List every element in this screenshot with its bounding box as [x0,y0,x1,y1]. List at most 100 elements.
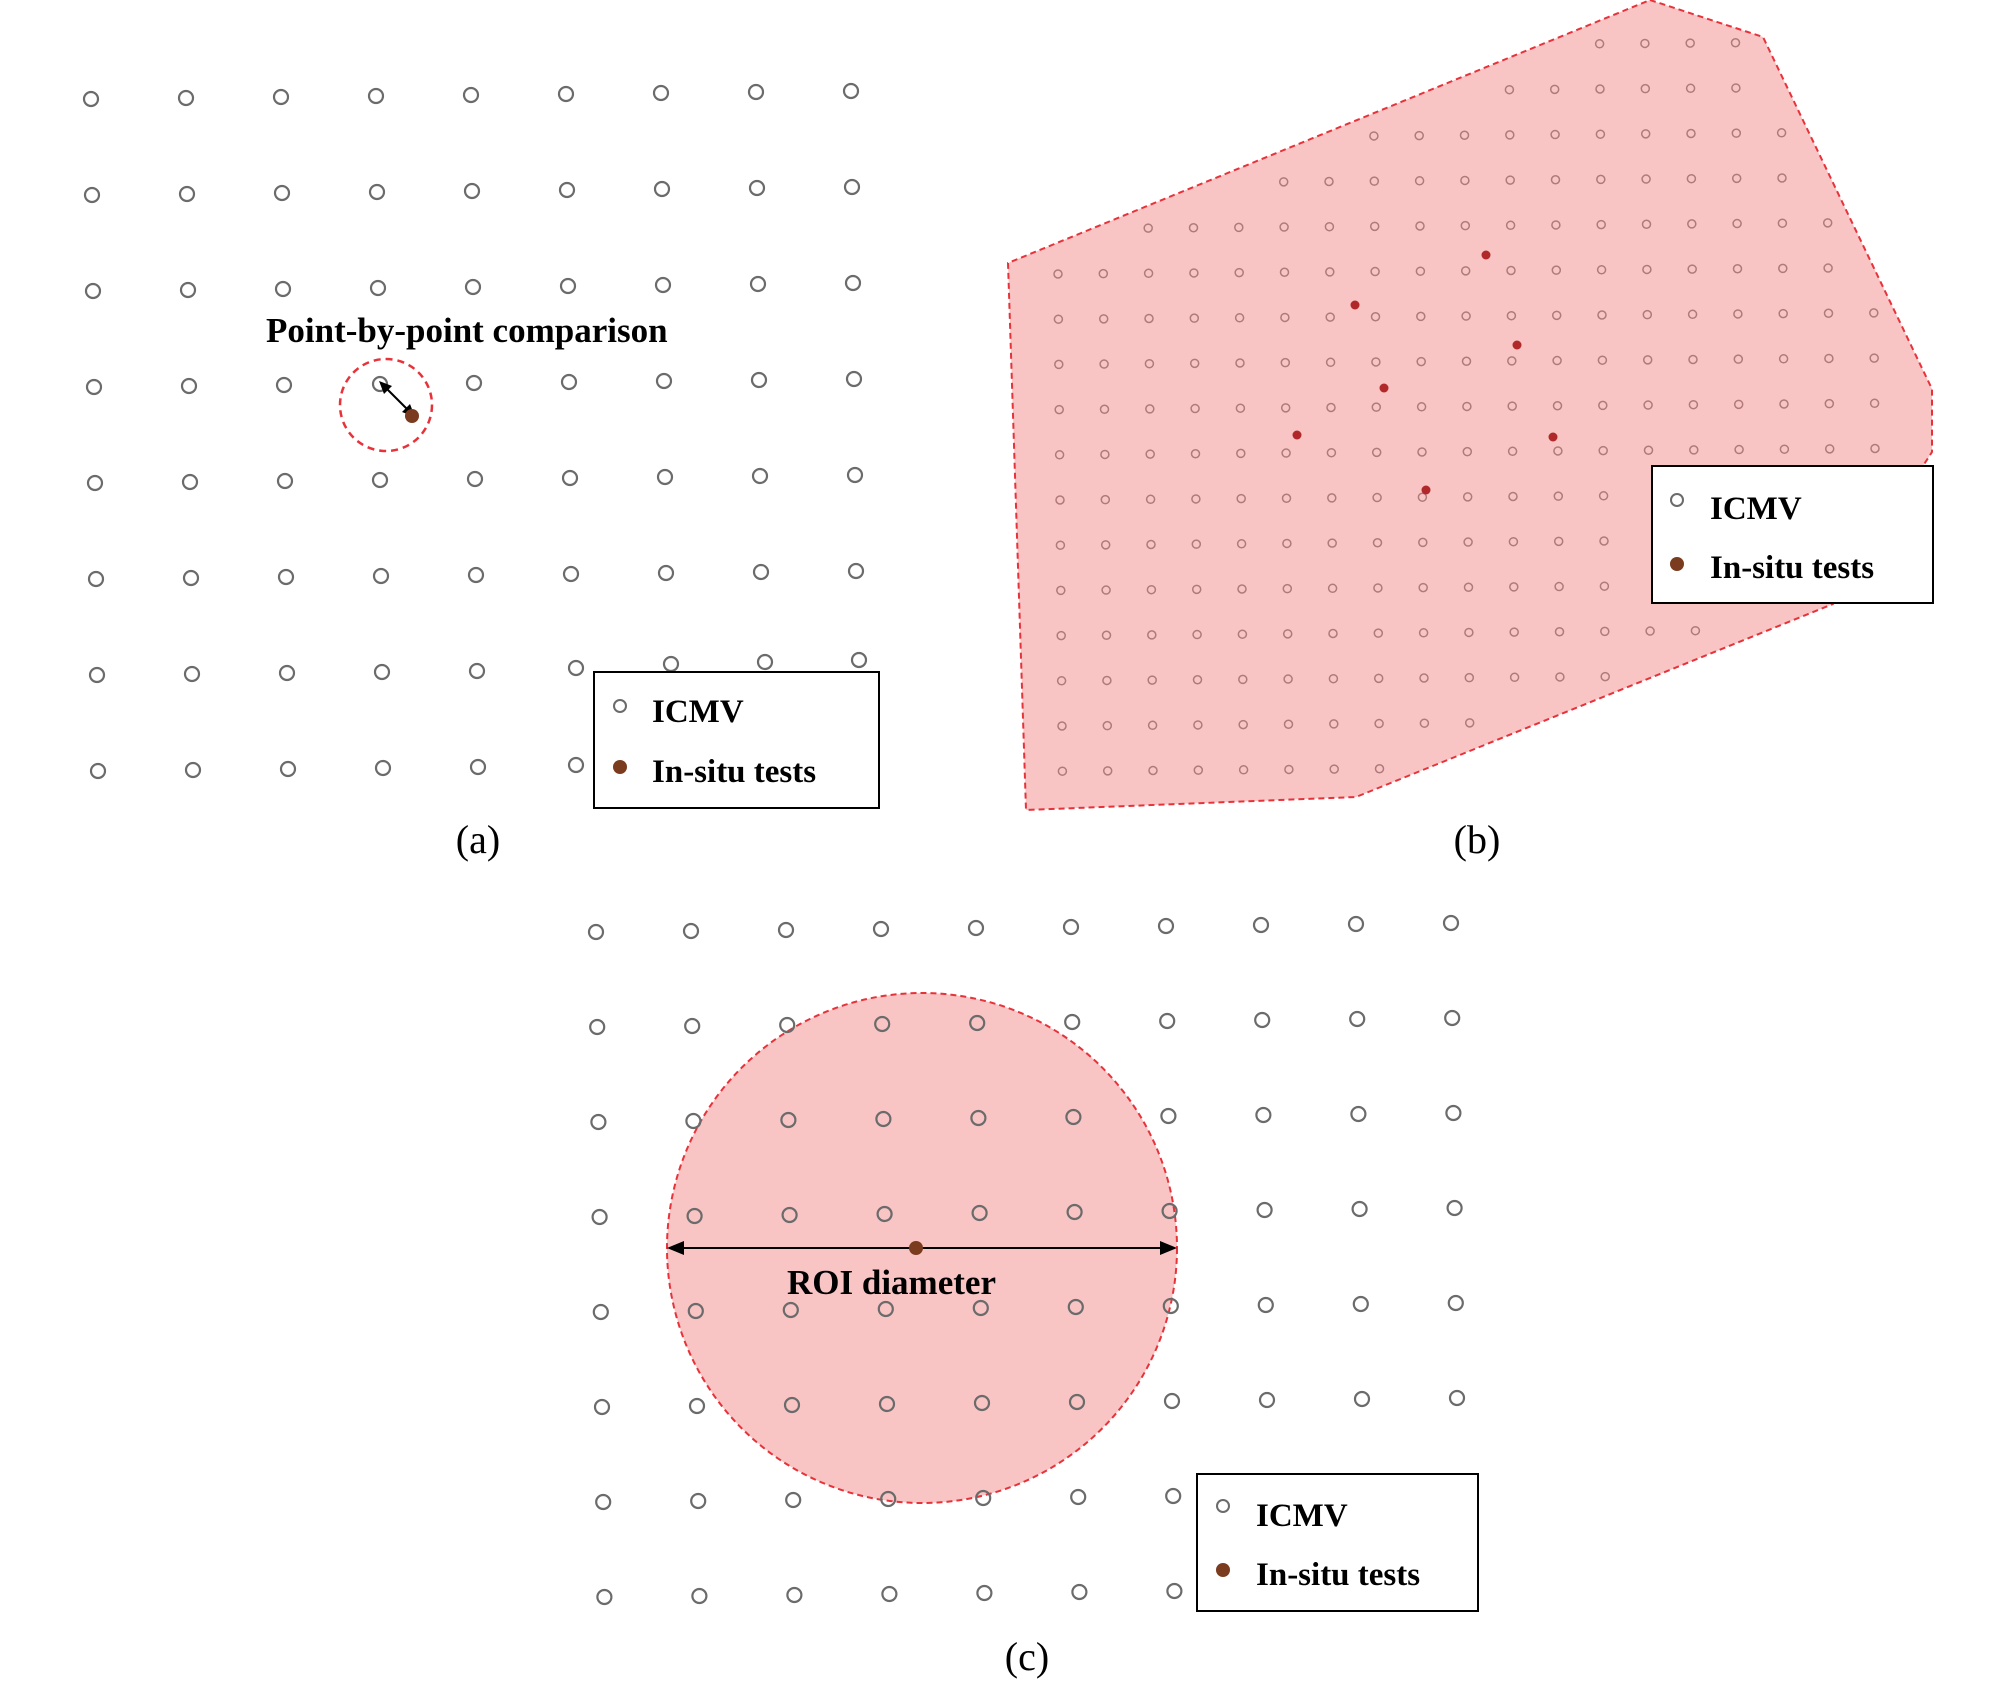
panel-c-legend-insitu-label: In-situ tests [1256,1557,1420,1593]
icmv-point [1100,449,1110,460]
icmv-point [653,180,671,198]
panel-a-legend: ICMV In-situ tests [593,671,880,809]
icmv-point [1144,313,1154,324]
icmv-point [1690,625,1701,636]
icmv-point [1193,765,1204,775]
icmv-point [1163,1392,1181,1410]
icmv-point [1372,538,1383,548]
icmv-point [1055,540,1066,550]
icmv-point [1685,38,1695,48]
icmv-point [682,922,700,940]
icmv-point [876,1205,893,1223]
icmv-point [275,376,293,394]
icmv-point [1238,674,1248,685]
icmv-point [1598,445,1608,456]
icmv-point [83,186,101,204]
icmv-point [1688,354,1698,365]
panel-c-legend-icmv-marker [1216,1499,1230,1513]
icmv-point [561,469,579,487]
icmv-point [1460,220,1471,231]
icmv-point [1101,585,1111,595]
icmv-point [1869,308,1879,318]
icmv-point [1352,1295,1369,1313]
panel-c-legend-box [1196,1473,1479,1612]
panel-b-legend-insitu-label: In-situ tests [1710,550,1874,586]
icmv-point [1447,1294,1464,1312]
icmv-point [468,662,486,680]
icmv-point [1416,402,1427,412]
icmv-point [1507,401,1517,411]
icmv-point [1189,313,1200,323]
icmv-point [1550,175,1561,185]
icmv-point [1507,446,1518,457]
icmv-point [1257,1296,1274,1314]
icmv-point [1643,445,1654,455]
icmv-point [1236,448,1246,459]
icmv-point [1459,130,1470,140]
panel-c-arrowhead-right [1160,1241,1177,1255]
icmv-point [469,758,487,776]
icmv-point [178,185,196,203]
icmv-point [1369,221,1380,232]
panel-c-legend-insitu-marker [1216,1563,1230,1577]
icmv-point [1552,355,1562,366]
icmv-point [1599,581,1610,591]
icmv-point [1642,309,1653,320]
icmv-point [465,374,483,392]
icmv-point [1822,218,1833,228]
icmv-point [1464,672,1475,683]
icmv-point [1070,1488,1087,1506]
icmv-point [369,279,387,297]
icmv-point [872,920,890,938]
icmv-point [1281,448,1291,458]
icmv-point [1641,219,1652,229]
icmv-point [878,1395,896,1413]
icmv-point [466,470,484,488]
icmv-point [272,88,290,106]
icmv-point [1509,672,1520,683]
icmv-point [656,468,674,486]
icmv-point [1505,175,1515,185]
icmv-point [1283,719,1294,729]
icmv-point [1687,264,1697,274]
icmv-point [747,83,765,101]
icmv-point [181,473,199,491]
icmv-point [976,1584,993,1602]
icmv-point [781,1206,798,1224]
icmv-point [1236,493,1246,504]
icmv-point [1067,1298,1084,1316]
icmv-point [1640,83,1651,94]
icmv-point [1506,310,1517,321]
icmv-point [1686,128,1696,139]
icmv-point [1054,450,1065,460]
icmv-point [85,378,103,396]
icmv-point [1325,312,1335,322]
icmv-point [652,84,670,102]
panel-a-annotation: Point-by-point comparison [266,311,668,350]
icmv-point [1148,765,1158,776]
icmv-point [1446,1199,1463,1217]
icmv-point [1147,675,1157,685]
icmv-point [1054,359,1064,370]
icmv-point [1823,263,1833,273]
icmv-point [1442,914,1460,932]
panel-b-legend-box [1651,465,1934,604]
icmv-point [1416,311,1426,322]
icmv-point [1734,444,1744,455]
icmv-point [1689,445,1699,455]
icmv-point [82,90,100,108]
icmv-point [1347,915,1365,933]
icmv-point [1869,353,1879,363]
icmv-point [1371,357,1381,367]
icmv-point [843,178,861,196]
icmv-point [1414,130,1424,141]
insitu-point [1481,250,1491,260]
icmv-point [779,1016,796,1034]
icmv-point [684,1017,701,1035]
icmv-point [690,1492,707,1510]
icmv-point [278,664,296,682]
icmv-point [1731,173,1742,184]
icmv-point [1055,495,1065,505]
insitu-point [1421,485,1431,495]
icmv-point [1462,492,1473,502]
